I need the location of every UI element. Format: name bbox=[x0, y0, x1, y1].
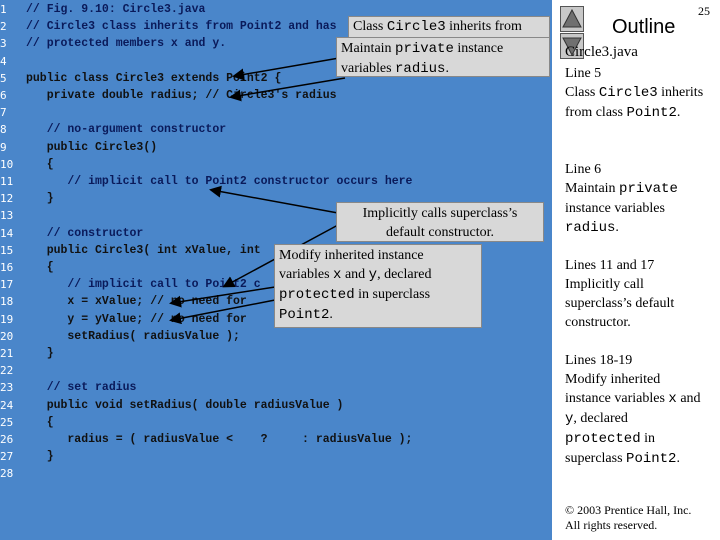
line-number: 11 bbox=[0, 175, 14, 188]
line-number: 13 bbox=[0, 209, 14, 223]
line-number: 2 bbox=[0, 20, 7, 34]
code-line: // implicit call to Point2 c bbox=[26, 278, 261, 292]
line-number: 24 bbox=[0, 398, 14, 412]
callout-class-inherits: Class Circle3 inherits from bbox=[348, 16, 550, 38]
callout-modify-inherited: Modify inherited instance variables x an… bbox=[274, 244, 482, 328]
outline-section-line6: Line 6 Maintain private instance variabl… bbox=[565, 162, 678, 236]
code-line: } bbox=[26, 192, 54, 206]
line-number: 15 bbox=[0, 243, 14, 257]
slide-number: 25 bbox=[698, 4, 710, 18]
copyright-notice: © 2003 Prentice Hall, Inc. All rights re… bbox=[565, 503, 692, 532]
code-line: // Fig. 9.10: Circle3.java bbox=[26, 3, 206, 16]
down-triangle-icon bbox=[562, 37, 582, 57]
outline-file-name: Circle3.java bbox=[565, 44, 638, 60]
line-number: 9 bbox=[0, 140, 7, 154]
line-number: 27 bbox=[0, 450, 14, 464]
line-number: 16 bbox=[0, 261, 14, 274]
code-line: public Circle3() bbox=[26, 140, 158, 154]
outline-title: Outline bbox=[612, 16, 676, 38]
next-slide-button[interactable] bbox=[560, 33, 584, 59]
code-line: // implicit call to Point2 constructor o… bbox=[26, 175, 413, 188]
line-number: 10 bbox=[0, 157, 14, 171]
code-line: setRadius( radiusValue ); bbox=[26, 329, 240, 343]
line-number: 25 bbox=[0, 415, 14, 429]
code-line: public Circle3( int xValue, int bbox=[26, 243, 261, 257]
line-number: 1 bbox=[0, 3, 7, 16]
code-line: // Circle3 class inherits from Point2 an… bbox=[26, 20, 337, 34]
line-number: 28 bbox=[0, 467, 14, 481]
up-triangle-icon bbox=[562, 8, 582, 28]
code-line: // set radius bbox=[26, 381, 137, 395]
code-line: private double radius; // Circle3's radi… bbox=[26, 89, 337, 102]
outline-panel bbox=[556, 0, 720, 540]
code-line: } bbox=[26, 347, 54, 360]
line-number: 22 bbox=[0, 364, 14, 378]
line-number: 14 bbox=[0, 226, 14, 240]
code-line: public void setRadius( double radiusValu… bbox=[26, 398, 344, 412]
previous-slide-button[interactable] bbox=[560, 6, 584, 32]
line-number: 17 bbox=[0, 278, 14, 292]
code-line: // no-argument constructor bbox=[26, 123, 227, 137]
outline-section-lines-11-17: Lines 11 and 17 Implicitly call supercla… bbox=[565, 258, 675, 330]
code-line: // constructor bbox=[26, 226, 144, 240]
code-line: y = yValue; // no need for bbox=[26, 312, 247, 326]
code-line: } bbox=[26, 450, 54, 464]
code-line: // protected members x and y. bbox=[26, 37, 227, 51]
line-number: 20 bbox=[0, 329, 14, 343]
code-line: public class Circle3 extends Point2 { bbox=[26, 71, 282, 85]
line-number: 7 bbox=[0, 106, 7, 120]
outline-section-line5: Line 5 Class Circle3 inherits from class… bbox=[565, 66, 704, 121]
line-number: 18 bbox=[0, 295, 14, 309]
code-line: x = xValue; // no need for bbox=[26, 295, 247, 309]
line-number: 23 bbox=[0, 381, 14, 395]
code-line: { bbox=[26, 157, 54, 171]
callout-implicit-superclass: Implicitly calls superclass’s default co… bbox=[336, 202, 544, 242]
line-number: 12 bbox=[0, 192, 14, 206]
code-line: { bbox=[26, 415, 54, 429]
line-number: 4 bbox=[0, 54, 7, 68]
line-number: 19 bbox=[0, 312, 14, 326]
code-line: { bbox=[26, 261, 54, 274]
line-number: 8 bbox=[0, 123, 7, 137]
code-line: radius = ( radiusValue < ? : radiusValue… bbox=[26, 433, 413, 446]
line-number: 5 bbox=[0, 71, 7, 85]
callout-private-radius: Maintain private instance variables radi… bbox=[336, 37, 550, 77]
line-number: 3 bbox=[0, 37, 7, 51]
line-number: 6 bbox=[0, 89, 7, 102]
outline-section-lines-18-19: Lines 18-19 Modify inherited instance va… bbox=[565, 353, 701, 467]
line-number: 21 bbox=[0, 347, 14, 360]
line-number: 26 bbox=[0, 433, 14, 446]
